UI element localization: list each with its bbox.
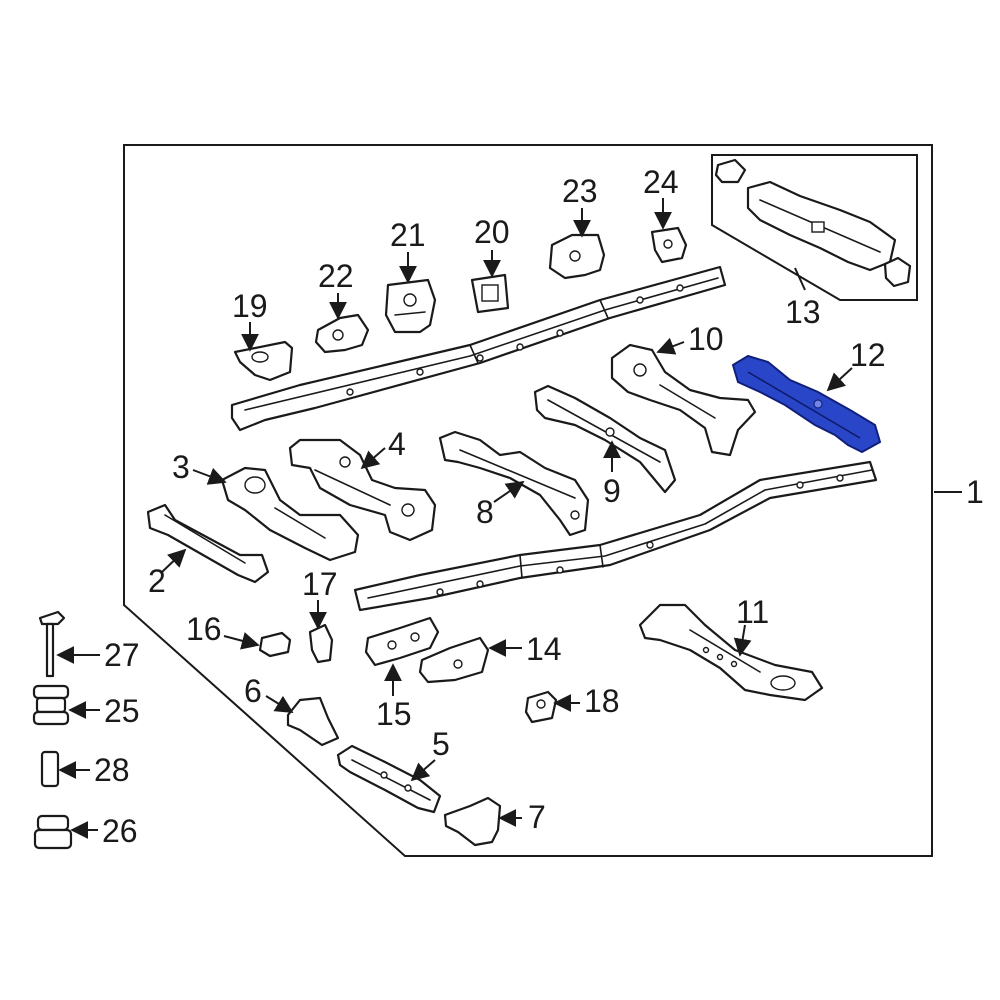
part-13-assembly <box>714 158 912 288</box>
part-23-bracket <box>548 233 606 280</box>
callout-19: 19 <box>232 288 268 324</box>
part-5-crossmember <box>336 744 442 814</box>
callout-28: 28 <box>94 752 130 788</box>
callout-21: 21 <box>390 217 426 253</box>
part-17-bracket <box>308 623 334 664</box>
part-frame-rail-upper <box>230 265 727 432</box>
callout-labels: 1 2 3 4 5 6 7 8 9 10 11 12 13 14 15 16 1… <box>94 164 984 849</box>
part-3-crossmember <box>220 466 360 562</box>
part-11-bracket <box>638 603 824 702</box>
part-15-bracket <box>364 616 440 667</box>
part-22-bracket <box>314 313 370 354</box>
callout-7: 7 <box>528 799 546 835</box>
callout-3: 3 <box>172 449 190 485</box>
assembly-frame-border <box>123 144 933 857</box>
callout-18: 18 <box>584 683 620 719</box>
part-20-bracket <box>470 273 510 314</box>
part-6-bracket <box>286 696 340 747</box>
part-14-bracket <box>418 636 490 684</box>
part-26-cushion <box>33 814 73 850</box>
callout-1: 1 <box>966 474 984 510</box>
part-frame-rail-lower <box>353 460 878 612</box>
callout-15: 15 <box>376 696 412 732</box>
part-7-bracket <box>443 796 502 847</box>
part-10-bracket <box>610 343 757 457</box>
callout-2: 2 <box>148 563 166 599</box>
callout-14: 14 <box>526 631 562 667</box>
part-27-bolt <box>38 610 66 678</box>
callout-6: 6 <box>244 673 262 709</box>
part-16-bracket <box>258 631 292 658</box>
part-19-bracket <box>233 340 294 382</box>
callout-17: 17 <box>302 566 338 602</box>
inset-box-13 <box>711 154 918 301</box>
callout-9: 9 <box>603 473 621 509</box>
callout-20: 20 <box>474 214 510 250</box>
leader-lines <box>56 198 962 839</box>
part-18-bracket <box>524 690 558 724</box>
callout-5: 5 <box>432 726 450 762</box>
callout-26: 26 <box>102 813 138 849</box>
callout-10: 10 <box>688 321 724 357</box>
part-4-crossmember <box>288 438 437 542</box>
part-28-sleeve <box>40 750 60 788</box>
callout-13: 13 <box>785 294 821 330</box>
part-25-cushion <box>32 684 70 726</box>
part-9-crossmember <box>533 384 677 494</box>
callout-23: 23 <box>562 173 598 209</box>
part-12-highlighted <box>731 354 882 454</box>
callout-16: 16 <box>186 611 222 647</box>
callout-25: 25 <box>104 693 140 729</box>
callout-11: 11 <box>736 594 769 630</box>
part-2-crossmember <box>146 503 270 584</box>
callout-4: 4 <box>388 426 406 462</box>
callout-8: 8 <box>476 494 494 530</box>
part-24-bracket <box>650 226 688 264</box>
callout-22: 22 <box>318 258 354 294</box>
callout-24: 24 <box>643 164 679 200</box>
callout-27: 27 <box>104 637 140 673</box>
callout-12: 12 <box>850 337 886 373</box>
part-21-bracket <box>384 278 437 334</box>
part-8-crossmember <box>438 430 590 537</box>
